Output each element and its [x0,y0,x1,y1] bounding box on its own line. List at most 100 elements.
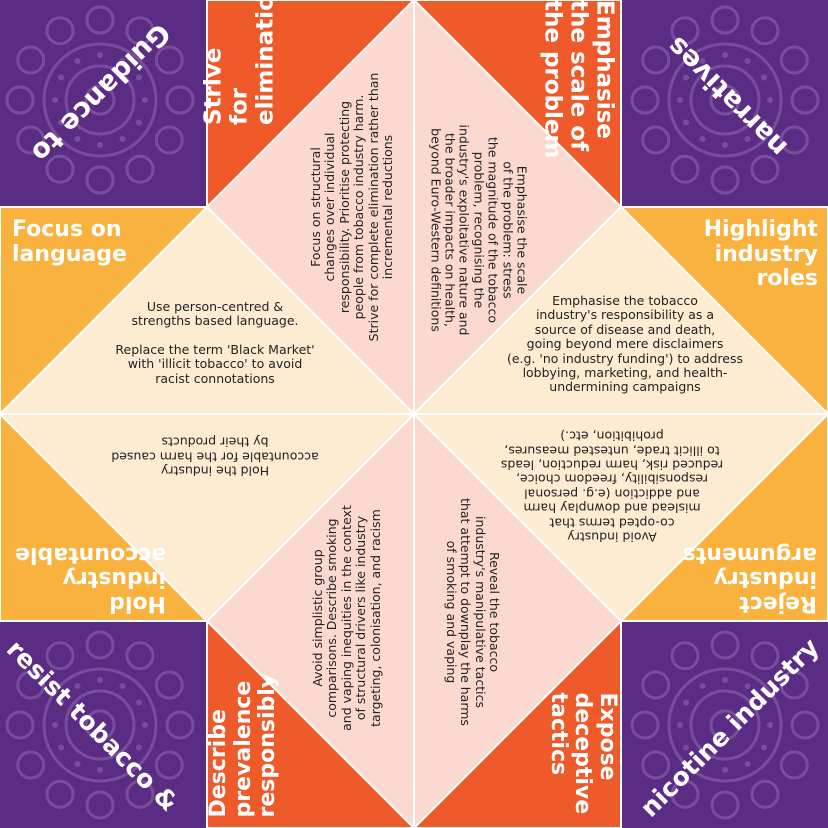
text-line: Emphasise the tobacco [552,293,698,308]
label-expose-tactics: Expose deceptive tactics [545,692,620,815]
motif-dot [52,722,58,728]
motif-dot [119,760,126,767]
motif-petal [779,45,809,75]
motif-petal [45,16,75,46]
motif-petal [750,641,780,671]
motif-petal [710,790,740,820]
motif-petal [779,125,809,155]
motif-dot [74,760,81,767]
motif-dot [683,119,690,126]
motif-dot [119,135,126,142]
motif-dot [142,722,148,728]
text-block-language: Use person-centred & strengths based lan… [80,299,350,386]
text-line: Replace the term 'Black Market' [115,341,315,357]
text-line: accountable for the harm caused [111,449,319,465]
label-strive-elimination: Strive for elimination [200,0,278,125]
text-line: going beyond mere disclaimers [526,336,724,352]
text-line: industry's responsibility as a [535,307,715,323]
motif-petal [641,750,671,780]
motif-dot [74,683,81,690]
text-line: reduced risk, harm reduction, leads [500,457,724,473]
label-describe-prevalence: Describe prevalence responsibly [206,673,281,818]
motif-petal [710,5,740,35]
motif-petal [641,670,671,700]
motif-dot [699,760,706,767]
motif-dot [683,699,690,706]
motif-ring [667,667,783,783]
motif-petal [630,710,660,740]
text-line: to illicit trade, untested measures, [504,443,720,459]
motif-petal [710,630,740,660]
inner-triangle-language [0,205,417,415]
motif-dot [135,699,142,706]
paragraph-gap [80,329,350,343]
text-line: industry's exploitative nature and [456,124,472,336]
motif-petal [125,779,155,809]
motif-petal [670,154,700,184]
motif-dot [744,135,751,142]
motif-petal [16,750,46,780]
text-line: strengths based language. [131,313,299,329]
motif-petal [125,641,155,671]
text-line: beyond Euro-Western definitions [428,128,444,332]
label-hold-accountable: Hold industry accountable [15,541,166,616]
text-line: (e.g. 'no industry funding') to address [506,350,743,366]
motif-dot [135,74,142,81]
motif-petal [750,779,780,809]
text-line: source of disease and death, [534,321,716,337]
motif-dot [58,74,65,81]
motif-petal [779,750,809,780]
motif-petal [154,125,184,155]
motif-petal [154,750,184,780]
motif-ring [64,64,136,136]
motif-dot [744,683,751,690]
motif-petal [165,710,195,740]
motif-dot [760,74,767,81]
text-line: incremental reductions [379,134,395,280]
motif-dot [683,744,690,751]
motif-ring [84,709,116,741]
motif-dot [722,767,728,773]
text-line: Avoid simplistic group [310,549,326,687]
motif-dot [760,699,767,706]
text-line: Strive for complete elimination rather t… [365,72,381,342]
motif-petal [670,641,700,671]
motif-dot [760,119,767,126]
motif-petal [750,16,780,46]
text-line: of smoking and vaping [443,540,459,684]
motif-petal [45,154,75,184]
text-line: Use person-centred & [146,299,284,314]
text-line: comparisons. Describe smoking [324,518,340,718]
text-line: mislead and downplay harm [523,500,701,516]
motif-ring [84,84,116,116]
text-line: and addiction (e.g. personal [524,486,700,502]
text-block-roles: Emphasise the tobacco industry's respons… [470,293,780,395]
text-line: Reveal the tobacco [486,551,502,673]
motif-dot [97,677,103,683]
motif-dot [119,683,126,690]
motif-petal [790,85,820,115]
motif-dot [58,699,65,706]
text-line: by their products [161,434,269,450]
motif-dot [722,677,728,683]
motif-petal [45,641,75,671]
text-line: industry's manipulative tactics [472,516,488,708]
motif-dot [119,58,126,65]
motif-dot [767,97,773,103]
motif-dot [97,142,103,148]
motif-ring [42,667,158,783]
motif-dot [135,744,142,751]
motif-bottom-left [5,630,195,820]
motif-petal [85,790,115,820]
label-focus-language: Focus on language [12,217,127,267]
motif-petal [85,630,115,660]
motif-dot [699,135,706,142]
motif-petal [5,710,35,740]
motif-dot [74,135,81,142]
motif-dot [52,97,58,103]
text-line: with 'illicit tobacco' to avoid [127,356,303,372]
motif-petal [85,5,115,35]
text-line: people from tobacco industry harm. [351,94,366,320]
